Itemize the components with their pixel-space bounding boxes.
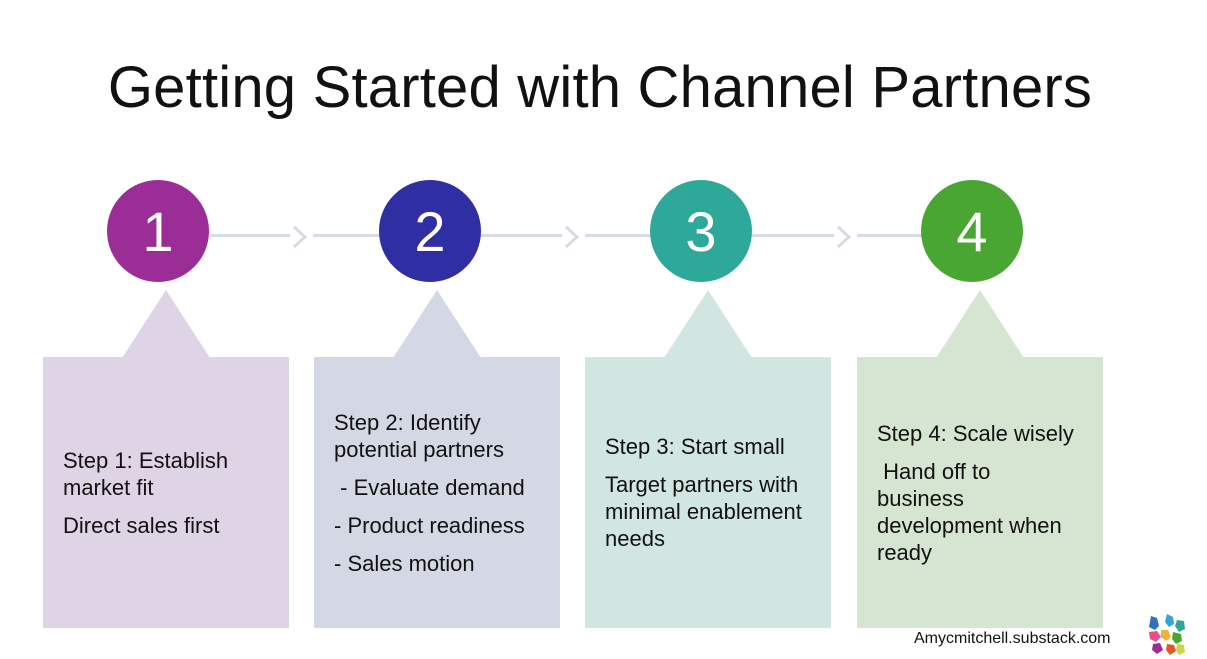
step-1-callout: Step 1: Establish market fit Direct sale… <box>43 290 289 628</box>
step-heading: Step 4: Scale wisely <box>877 420 1074 446</box>
slide-title: Getting Started with Channel Partners <box>107 55 1093 120</box>
step-2-circle: 2 <box>379 180 481 282</box>
step-2-text-box: Step 2: Identify potential partners - Ev… <box>314 357 560 628</box>
connector-line-2-3b <box>585 234 653 237</box>
connector-line-1-2 <box>210 234 290 237</box>
step-1-circle: 1 <box>107 180 209 282</box>
step-number: 4 <box>956 199 988 263</box>
step-detail: - Product readiness <box>334 512 525 538</box>
connector-line-2-3 <box>480 234 562 237</box>
chevron-right-icon <box>833 224 855 250</box>
step-number: 3 <box>685 199 717 263</box>
step-heading: Step 3: Start small <box>605 434 785 459</box>
step-3-callout: Step 3: Start small Target partners with… <box>585 290 831 628</box>
step-detail: - Evaluate demand <box>334 474 525 500</box>
step-number: 1 <box>142 199 174 263</box>
step-3-text-box: Step 3: Start small Target partners with… <box>585 357 831 628</box>
step-detail: Direct sales first <box>63 512 220 538</box>
connector-line-1-2b <box>313 234 381 237</box>
step-3-circle: 3 <box>650 180 752 282</box>
step-1-text-box: Step 1: Establish market fit Direct sale… <box>43 357 289 628</box>
chevron-right-icon <box>289 224 311 250</box>
hands-logo-icon <box>1145 612 1187 656</box>
connector-line-3-4 <box>752 234 834 237</box>
step-4-text-box: Step 4: Scale wisely Hand off to busines… <box>857 357 1103 628</box>
step-detail: Hand off to business development when re… <box>877 458 1068 565</box>
step-4-callout: Step 4: Scale wisely Hand off to busines… <box>857 290 1103 628</box>
chevron-right-icon <box>561 224 583 250</box>
step-number: 2 <box>414 199 446 263</box>
step-heading: Step 2: Identify potential partners <box>334 409 504 462</box>
step-2-callout: Step 2: Identify potential partners - Ev… <box>314 290 560 628</box>
step-detail: Target partners with minimal enablement … <box>605 472 808 551</box>
step-heading: Step 1: Establish market fit <box>63 447 235 500</box>
footer-link[interactable]: Amycmitchell.substack.com <box>914 630 1111 647</box>
connector-line-3-4b <box>857 234 923 237</box>
step-4-circle: 4 <box>921 180 1023 282</box>
step-detail: - Sales motion <box>334 550 475 576</box>
